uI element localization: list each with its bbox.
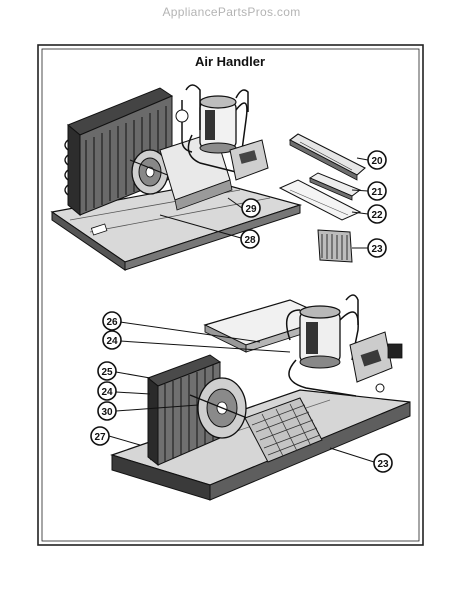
leader-lines (108, 157, 375, 463)
svg-text:23: 23 (377, 459, 389, 470)
svg-text:21: 21 (371, 187, 383, 198)
bottom-assembly-illustration (110, 294, 411, 501)
callout-30: 30 (97, 401, 117, 421)
site-watermark: AppliancePartsPros.com (162, 5, 301, 19)
callout-23-top: 23 (367, 238, 387, 258)
callout-24-upper: 24 (102, 330, 122, 350)
svg-text:29: 29 (245, 204, 257, 215)
diagram-title: Air Handler (195, 54, 265, 69)
callout-29: 29 (241, 198, 261, 218)
svg-text:26: 26 (106, 317, 118, 328)
callout-20: 20 (367, 150, 387, 170)
callout-23-bottom: 23 (373, 453, 393, 473)
callout-27: 27 (90, 426, 110, 446)
outer-frame (37, 44, 424, 546)
top-assembly-illustration (50, 84, 303, 271)
callout-21: 21 (367, 181, 387, 201)
inner-frame (41, 48, 420, 542)
svg-text:30: 30 (101, 407, 113, 418)
svg-text:24: 24 (101, 387, 113, 398)
callout-25: 25 (97, 361, 117, 381)
svg-text:28: 28 (244, 235, 256, 246)
svg-text:23: 23 (371, 244, 383, 255)
svg-text:27: 27 (94, 432, 106, 443)
svg-text:25: 25 (101, 367, 113, 378)
callout-26: 26 (102, 311, 122, 331)
svg-text:22: 22 (371, 210, 383, 221)
callout-24-lower: 24 (97, 381, 117, 401)
callout-28: 28 (240, 229, 260, 249)
svg-text:20: 20 (371, 156, 383, 167)
callout-22: 22 (367, 204, 387, 224)
svg-text:24: 24 (106, 336, 118, 347)
loose-parts-illustration (278, 133, 366, 263)
